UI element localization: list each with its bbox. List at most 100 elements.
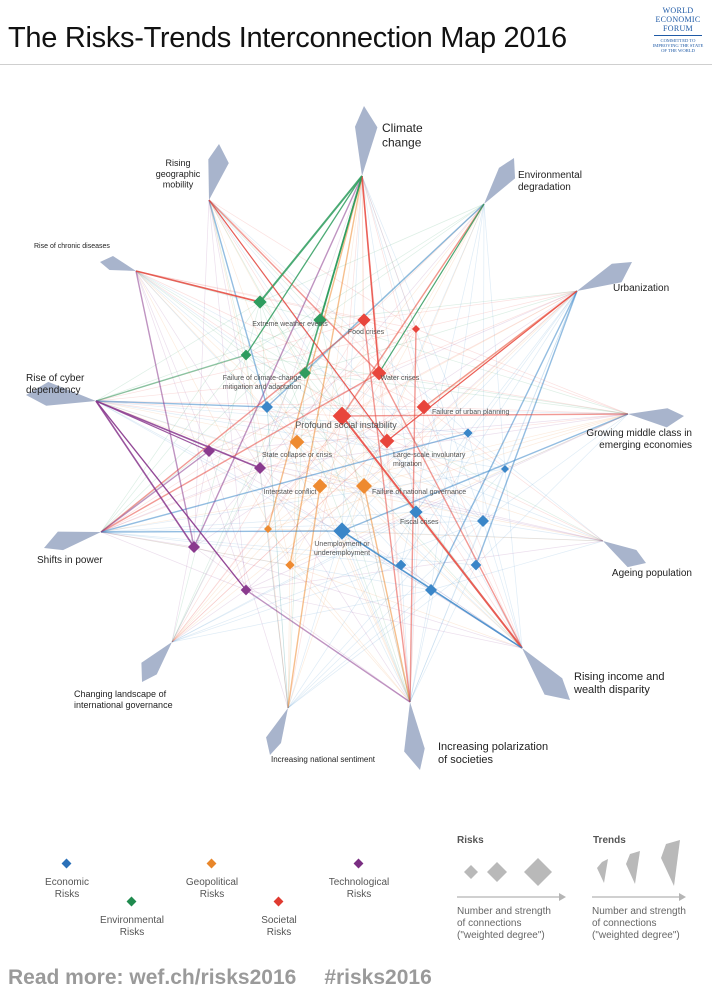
- risk-e2-marker: [240, 349, 252, 361]
- risk-c7-marker: [395, 559, 407, 571]
- connection-line: [135, 270, 506, 470]
- legend-risks-caption: Number and strength of connections ("wei…: [457, 906, 551, 941]
- connection-line: [363, 485, 411, 703]
- connection-line: [319, 485, 411, 703]
- risk-markers: [188, 295, 509, 596]
- connection-line: [423, 406, 604, 542]
- risk-unemp-marker: [333, 522, 351, 540]
- connection-line: [289, 564, 411, 703]
- trend-markers: [26, 106, 684, 770]
- strong-connection-line: [304, 175, 363, 374]
- connection-line: [267, 413, 629, 530]
- connection-line: [341, 290, 578, 532]
- connection-line: [361, 175, 477, 566]
- connection-line: [341, 413, 629, 532]
- connection-line: [100, 372, 380, 533]
- connection-line: [361, 175, 365, 321]
- connection-line: [245, 354, 604, 542]
- connection-line: [208, 199, 365, 487]
- connection-line: [289, 175, 363, 566]
- trend-climate-marker: [355, 106, 378, 176]
- legend-societal-marker: [273, 896, 284, 907]
- legend-risks-title: Risks: [457, 835, 484, 846]
- connection-line: [267, 528, 289, 709]
- connection-line: [171, 589, 247, 643]
- connection-line: [171, 467, 261, 643]
- connection-line: [135, 270, 247, 356]
- connection-line: [208, 199, 321, 321]
- trend-income-marker: [522, 648, 570, 700]
- connection-line: [208, 199, 469, 434]
- connection-line: [100, 467, 261, 533]
- connection-line: [319, 485, 604, 542]
- risk-water-label: Water crises: [381, 375, 420, 382]
- risk-urbanfail-label: Failure of urban planning: [432, 409, 510, 416]
- connection-line: [341, 413, 629, 417]
- legend-environmental-label: Environmental Risks: [100, 915, 164, 938]
- connection-line: [135, 270, 417, 513]
- connection-line: [319, 203, 485, 321]
- connection-line: [319, 413, 629, 487]
- connection-line: [296, 441, 523, 649]
- connection-line: [482, 290, 578, 522]
- connection-line: [208, 199, 268, 408]
- connection-line: [135, 270, 365, 321]
- connection-line: [135, 270, 365, 487]
- connection-line: [341, 290, 578, 417]
- connection-line: [287, 372, 306, 709]
- risk-c6-marker: [425, 584, 437, 596]
- connection-line: [423, 406, 629, 415]
- strong-connection-line: [95, 400, 210, 452]
- risk-interstate-label: Interstate conflict: [264, 489, 317, 496]
- connection-line: [363, 485, 523, 649]
- connection-line: [341, 175, 363, 417]
- connection-line: [100, 468, 506, 533]
- legend-technological-label: Technological Risks: [328, 877, 390, 900]
- connection-line: [208, 199, 247, 591]
- connection-line: [386, 440, 523, 649]
- connection-line: [287, 441, 298, 709]
- connection-line: [208, 199, 298, 443]
- connection-line: [193, 199, 210, 548]
- risk-social-marker: [332, 406, 352, 426]
- connection-line: [409, 520, 484, 703]
- connection-line: [287, 589, 432, 709]
- connection-line: [296, 441, 604, 542]
- connection-line: [341, 530, 604, 542]
- connection-line: [193, 290, 578, 548]
- strong-connection-line: [341, 415, 523, 649]
- trend-urban-marker: [577, 262, 632, 291]
- trend-urban-label: Urbanization: [613, 283, 669, 294]
- connection-line: [100, 531, 477, 566]
- connection-lines: [95, 175, 629, 709]
- strong-connection-line: [95, 400, 247, 591]
- connection-line: [266, 406, 523, 649]
- connection-line: [304, 372, 411, 703]
- connection-line: [319, 175, 363, 487]
- connection-line: [171, 485, 365, 643]
- connection-line: [386, 440, 411, 703]
- risk-state-label: State collapse or crisis: [262, 452, 333, 459]
- connection-line: [409, 564, 477, 703]
- connection-line: [171, 372, 306, 643]
- risk-e1-marker: [313, 313, 327, 327]
- legend-geopolitical-label: Geopolitical Risks: [185, 877, 239, 900]
- connection-line: [475, 290, 578, 566]
- connection-line: [171, 589, 432, 643]
- connection-line: [289, 413, 629, 566]
- connection-line: [245, 203, 485, 356]
- risk-food-label: Food crises: [348, 329, 385, 336]
- connection-line: [259, 175, 363, 469]
- connection-line: [430, 540, 604, 591]
- connection-line: [259, 301, 411, 703]
- risk-t2-marker: [254, 462, 266, 474]
- connection-line: [475, 564, 523, 649]
- connection-line: [266, 406, 289, 709]
- connection-line: [245, 290, 578, 591]
- connection-line: [171, 468, 506, 643]
- connection-line: [363, 319, 523, 649]
- read-more-link[interactable]: Read more: wef.ch/risks2016: [8, 966, 297, 989]
